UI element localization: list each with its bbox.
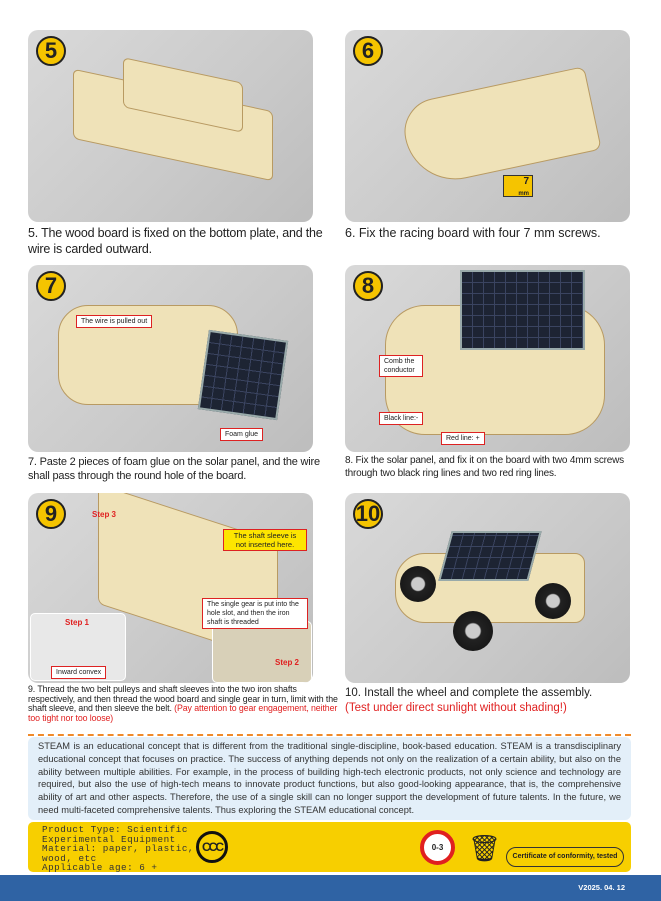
step-8-image: Comb the conductor Black line:- Red line…: [345, 265, 630, 452]
step-number: 8: [353, 271, 383, 301]
step-10-caption: 10. Install the wheel and complete the a…: [345, 686, 655, 716]
recycle-bin-icon: 🗑: [468, 833, 502, 863]
product-info: Product Type: Scientific Experimental Eq…: [42, 824, 194, 874]
wheel: [535, 583, 571, 619]
caption-note: (Pay attention to gear engagement, neith…: [28, 703, 338, 723]
callout: Red line: +: [441, 432, 485, 445]
step-10-image: 10: [345, 493, 630, 683]
solar-panel: [197, 329, 289, 421]
step-9-image: Step 3 The shaft sleeve is not inserted …: [28, 493, 313, 683]
screw-size-badge: 7 mm: [503, 175, 533, 197]
step-number: 6: [353, 36, 383, 66]
screw-unit: mm: [518, 191, 529, 197]
step-1-inset: Step 1 Inward convex: [30, 613, 126, 681]
step-number: 10: [353, 499, 383, 529]
step-7-image: The wire is pulled out Foam glue 7: [28, 265, 313, 452]
step-label: Step 2: [275, 658, 300, 667]
caption-text: 10. Install the wheel and complete the a…: [345, 687, 593, 699]
step-number: 7: [36, 271, 66, 301]
callout: Black line:-: [379, 412, 424, 425]
step-number: 5: [36, 36, 66, 66]
step-6-image: 7 mm 6: [345, 30, 630, 222]
product-info-bar: Product Type: Scientific Experimental Eq…: [28, 822, 631, 874]
wheel: [453, 611, 493, 651]
version: V2025. 04. 12: [578, 883, 625, 892]
step-2-inset: Step 2: [212, 621, 312, 683]
step-8-caption: 8. Fix the solar panel, and fix it on th…: [345, 455, 624, 479]
step-label: Step 3: [92, 510, 117, 519]
step-7-caption: 7. Paste 2 pieces of foam glue on the so…: [28, 456, 320, 482]
caption-note: (Test under direct sunlight without shad…: [345, 702, 567, 714]
step-9-caption: 9. Thread the two belt pulleys and shaft…: [28, 684, 340, 723]
callout: Foam glue: [220, 428, 264, 441]
screw-size: 7: [523, 176, 529, 187]
solar-panel: [460, 270, 585, 350]
caption-text: 9. Thread the two belt pulleys and shaft…: [28, 684, 338, 714]
step-6-caption: 6. Fix the racing board with four 7 mm s…: [345, 226, 601, 240]
age-warning-icon: 0-3: [420, 830, 455, 865]
callout: Inward convex: [51, 666, 107, 679]
callout: The shaft sleeve is not inserted here.: [223, 529, 307, 551]
callout: The single gear is put into the hole slo…: [202, 598, 308, 629]
racing-board: [398, 66, 602, 189]
divider: [28, 734, 631, 736]
step-5-caption: 5. The wood board is fixed on the bottom…: [28, 226, 323, 256]
wheel: [400, 566, 436, 602]
steam-description: STEAM is an educational concept that is …: [28, 737, 631, 820]
solar-panel: [438, 531, 542, 581]
step-number: 9: [36, 499, 66, 529]
step-label: Step 1: [65, 618, 90, 627]
callout: Comb the conductor: [379, 355, 423, 377]
step-5-image: 5: [28, 30, 313, 222]
footer-bar: V2025. 04. 12: [0, 875, 661, 901]
ccc-logo: CCC: [196, 831, 228, 863]
certificate-badge: Certificate of conformity, tested: [506, 847, 624, 867]
callout: The wire is pulled out: [76, 315, 153, 328]
